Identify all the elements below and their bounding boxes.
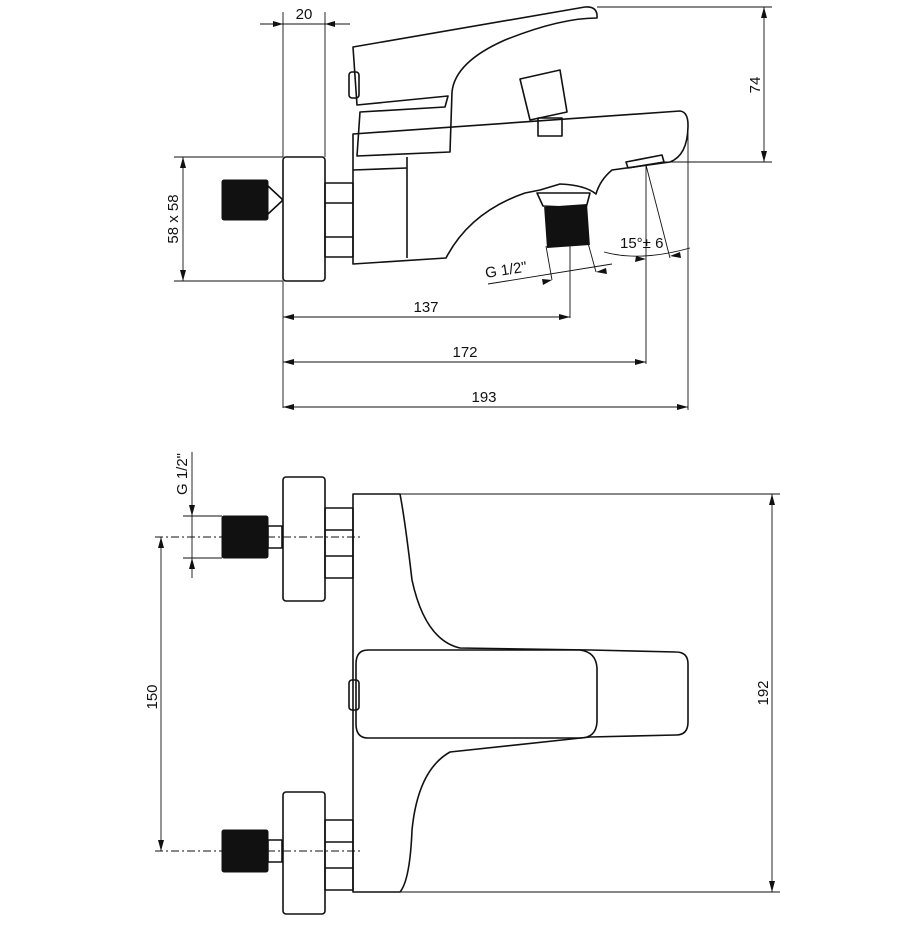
dim-flange-depth: 20 <box>296 6 313 23</box>
side-inlet-thread <box>221 179 284 221</box>
dim-height-top: 74 <box>747 77 764 94</box>
top-view: G 1/2" 150 192 <box>144 452 780 915</box>
dim-thread-inlet: G 1/2" <box>174 453 191 495</box>
dim-angle: 15°± 6 <box>620 235 663 252</box>
top-mixer-body <box>352 493 689 893</box>
dim-inlet-spacing: 150 <box>144 684 161 709</box>
side-view: 20 74 58 x 58 G 1/2" 15°± 6 <box>165 6 772 410</box>
dim-length-spout: 172 <box>452 344 477 361</box>
dim-thread-spout: G 1/2" <box>484 259 528 282</box>
side-cartridge-knob <box>519 69 568 137</box>
side-outlet-thread <box>536 192 591 248</box>
dim-width-total: 192 <box>755 680 772 705</box>
dim-length-outlet: 137 <box>413 299 438 316</box>
side-nut <box>324 182 354 258</box>
side-handle-lever <box>352 6 598 157</box>
top-handle-lever <box>355 649 598 739</box>
side-mixer-body <box>352 110 689 265</box>
side-wall-flange <box>282 156 326 282</box>
top-upper-inlet <box>221 476 354 602</box>
top-lower-inlet <box>221 791 354 915</box>
dim-length-total: 193 <box>471 389 496 406</box>
dim-flange-size: 58 x 58 <box>165 194 182 243</box>
